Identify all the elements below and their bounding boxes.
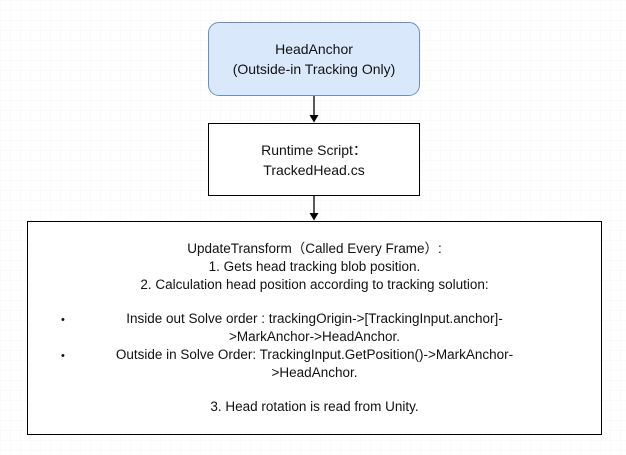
arrow-head-anchor-to-runtime-script [309,96,319,123]
head-anchor-title: HeadAnchor [275,41,353,57]
step-1-text: 1. Gets head tracking blob position. [208,259,421,274]
runtime-script-label: Runtime Script： [261,141,367,158]
arrowhead-icon [309,115,319,123]
step-2-text: 2. Calculation head position according t… [140,277,489,292]
bullet-icon: • [61,314,65,326]
bullet-item-inside-out: • Inside out Solve order : trackingOrigi… [28,310,601,346]
bullet-item-outside-in: • Outside in Solve Order: TrackingInput.… [28,346,601,382]
update-transform-title: UpdateTransform（Called Every Frame）: [187,241,442,256]
inside-out-line-1: Inside out Solve order : trackingOrigin-… [126,311,503,326]
inside-out-line-2: >MarkAnchor->HeadAnchor. [228,329,401,344]
bullet-icon: • [61,350,65,362]
update-transform-text: UpdateTransform（Called Every Frame）: 1. … [28,240,601,416]
outside-in-line-1: Outside in Solve Order: TrackingInput.Ge… [115,347,514,362]
outside-in-line-2: >HeadAnchor. [271,365,358,380]
update-transform-node[interactable]: UpdateTransform（Called Every Frame）: 1. … [27,221,602,435]
arrowhead-icon [309,213,319,221]
head-anchor-node[interactable]: HeadAnchor (Outside-in Tracking Only) [208,22,420,96]
runtime-script-node[interactable]: Runtime Script： TrackedHead.cs [208,123,420,196]
runtime-script-filename: TrackedHead.cs [263,161,365,178]
step-3-text: 3. Head rotation is read from Unity. [210,399,419,414]
head-anchor-subtitle: (Outside-in Tracking Only) [232,61,396,77]
arrow-runtime-script-to-update-transform [309,196,319,221]
